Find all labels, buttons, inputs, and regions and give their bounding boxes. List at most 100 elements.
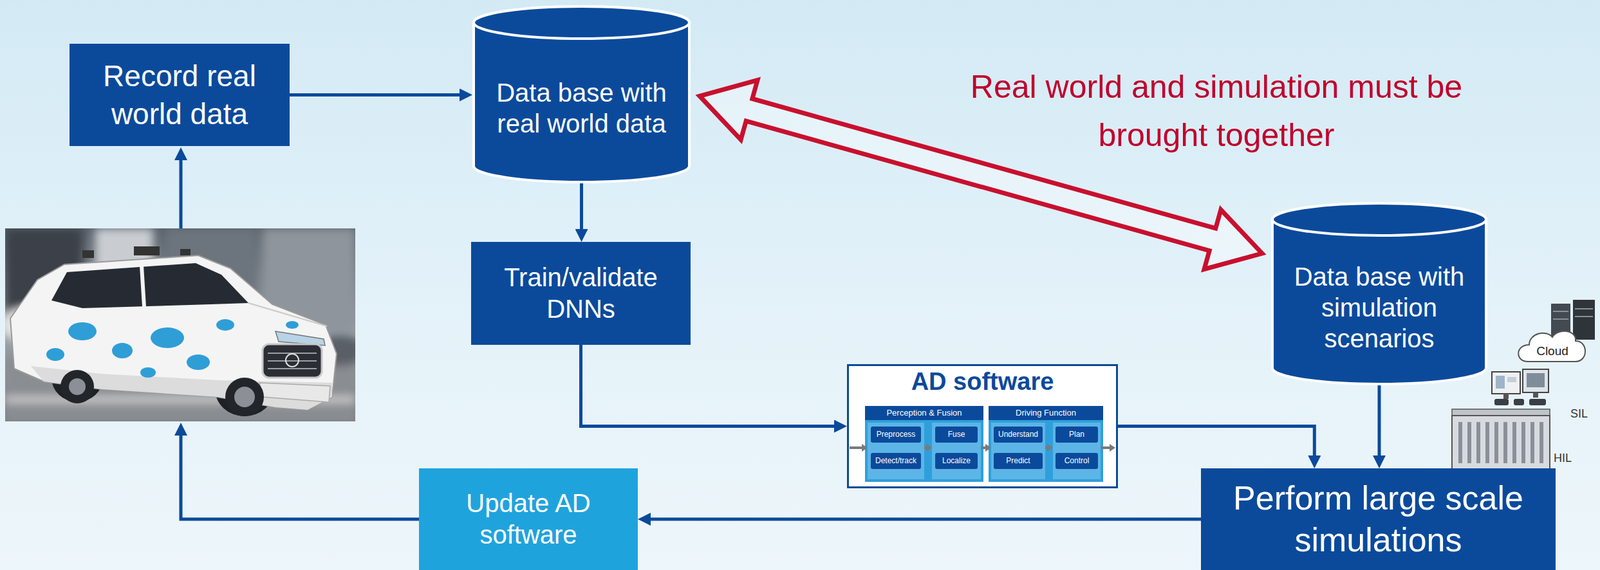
car-photo: [234, 386, 255, 408]
sil-monitors: [1533, 392, 1539, 398]
car-photo: [82, 250, 94, 259]
hil-rack: [1451, 409, 1550, 473]
car-photo: [267, 368, 317, 370]
hil-rack: [1451, 409, 1550, 416]
hil-rack: [1485, 422, 1490, 464]
flow-arrow: [1377, 385, 1382, 456]
car-photo: [5, 228, 356, 422]
feedback-arrow: [179, 160, 183, 229]
hil-rack: [1476, 422, 1481, 464]
cylinder-top: [1272, 203, 1487, 236]
sil-monitors: [1507, 377, 1517, 383]
function-label: Control: [1064, 456, 1090, 466]
cylinder-body: [473, 6, 690, 183]
database-label: Data base with simulation scenarios: [1277, 261, 1481, 354]
hil-rack: [1458, 422, 1463, 464]
function-label: Fuse: [948, 430, 966, 439]
function-box: Plan: [1055, 426, 1098, 443]
database-label: Data base with real world data: [478, 77, 685, 140]
car-photo: [285, 321, 299, 329]
car-photo: [216, 319, 235, 331]
car-photo: [141, 265, 145, 307]
function-box: Detect/track: [870, 453, 921, 470]
car-photo: [111, 343, 133, 359]
sil-monitors: [1522, 369, 1549, 393]
server-icon: [1574, 316, 1593, 318]
hil-rack: [1503, 422, 1508, 464]
function-label: Predict: [1005, 456, 1030, 466]
hil-rack: [1451, 415, 1550, 473]
hil-rack: [1494, 422, 1499, 464]
car-photo: [68, 322, 97, 341]
block-title: AD software: [848, 366, 1117, 396]
flow-arrow: [289, 93, 460, 97]
cloud-icon: [1518, 331, 1586, 362]
function-box: Localize: [935, 453, 978, 470]
car-photo: [186, 354, 210, 371]
note-text: Real world and simulation must be brough…: [926, 63, 1507, 160]
cylinder-body: [1272, 203, 1487, 385]
hil-rack: [1467, 422, 1472, 464]
database-cylinder: Data base with real world data: [472, 5, 691, 184]
flow-arrow: [579, 183, 584, 230]
function-label: Preprocess: [876, 430, 916, 439]
double-arrow: [699, 80, 1263, 270]
car-photo: [51, 263, 249, 309]
box-label: Record real world data: [79, 57, 280, 134]
feedback-arrow: [180, 160, 419, 520]
car-photo: [10, 255, 337, 410]
function-label: Localize: [942, 456, 971, 466]
sil-monitors: [1529, 399, 1546, 406]
hil-rack: [1521, 422, 1526, 464]
feedback-arrow: [180, 435, 419, 520]
function-box: Fuse: [935, 426, 978, 443]
car-photo: [285, 353, 299, 367]
car-photo: [46, 348, 65, 362]
database-cylinder: Data base with simulation scenarios: [1271, 202, 1488, 386]
process-box: Update AD software: [418, 468, 638, 570]
car-photo: [5, 228, 356, 422]
icon-label: Cloud: [1526, 343, 1579, 360]
cylinder-top: [473, 6, 690, 39]
sil-monitors: [1513, 399, 1525, 406]
car-photo: [262, 344, 322, 378]
sil-monitors: [1491, 369, 1549, 406]
car-photo: [60, 370, 94, 404]
car-photo: [133, 246, 160, 256]
server-icon: [1553, 310, 1569, 313]
sil-monitors: [1503, 393, 1509, 400]
sil-monitors: [1491, 372, 1521, 394]
hil-rack: [1539, 422, 1544, 464]
function-label: Plan: [1069, 430, 1085, 439]
panel-header: Perception & Fusion: [865, 406, 984, 421]
sil-monitors: [1495, 375, 1505, 389]
car-photo: [150, 327, 185, 349]
icon-label: SIL: [1570, 406, 1597, 421]
process-box: Train/validate DNNs: [471, 241, 691, 345]
box-label: Update AD software: [429, 487, 628, 551]
sil-monitors: [1526, 373, 1545, 388]
car-photo: [267, 360, 317, 362]
flow-arrow: [650, 518, 1201, 522]
server-icon: [1553, 318, 1569, 320]
module-panel: Perception & FusionPreprocessDetect/trac…: [865, 406, 984, 483]
cloud-icon: [1518, 331, 1586, 362]
function-box: Control: [1055, 453, 1098, 470]
box-label: Perform large scale simulations: [1211, 477, 1546, 562]
module-panel: Driving FunctionUnderstandPredict PlanCon…: [988, 406, 1104, 483]
car-photo: [225, 377, 264, 417]
process-box: Record real world data: [69, 43, 290, 147]
server-icon: [1574, 308, 1593, 310]
car-photo: [140, 367, 156, 378]
box-label: Train/validate DNNs: [481, 261, 681, 326]
function-box: Preprocess: [870, 426, 921, 443]
hil-rack: [1512, 422, 1517, 464]
function-box: Understand: [993, 426, 1043, 443]
function-label: Detect/track: [875, 456, 917, 466]
flow-arrow: [1117, 426, 1315, 457]
server-icon: [1572, 299, 1595, 340]
car-photo: [259, 382, 331, 403]
panel-header: Driving Function: [988, 406, 1104, 421]
car-photo: [5, 228, 356, 422]
